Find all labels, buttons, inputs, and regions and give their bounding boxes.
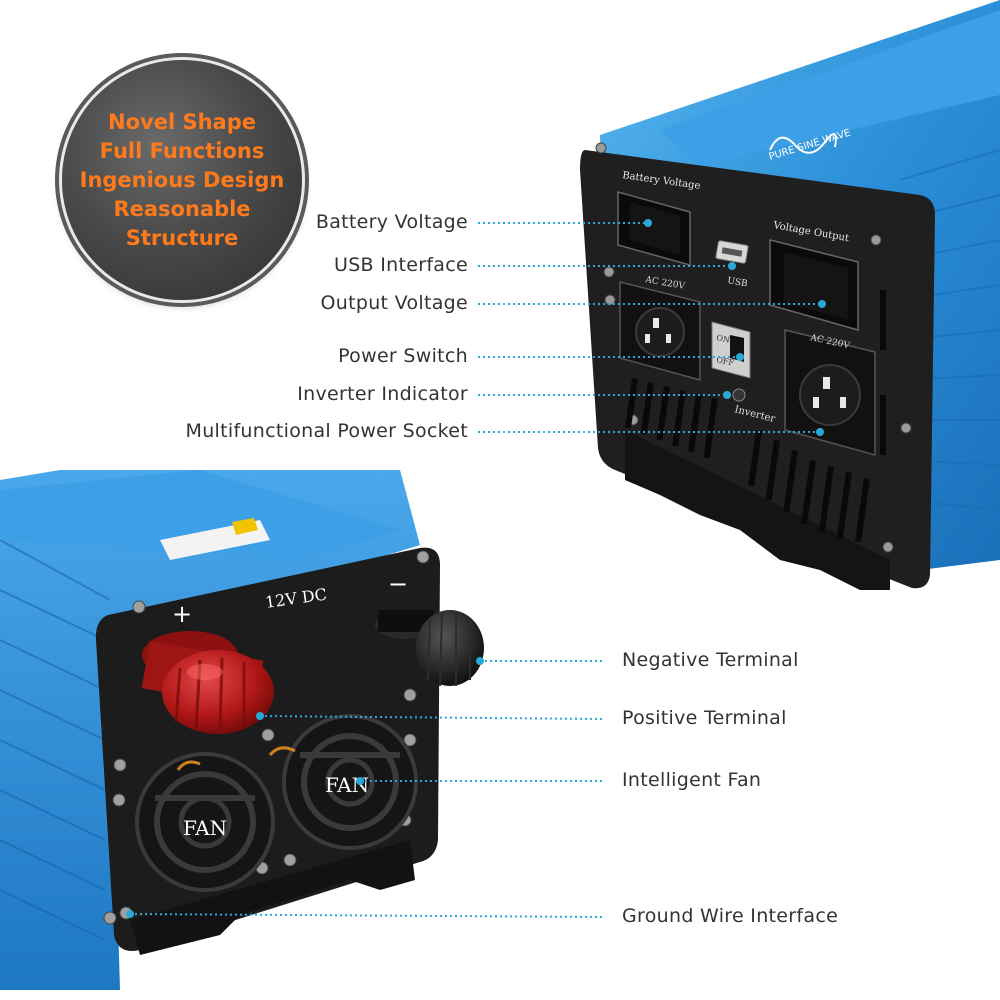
callout-lines <box>129 222 822 918</box>
callout-multifunctional-power-socket: Multifunctional Power Socket <box>185 420 468 442</box>
callout-dots <box>126 219 826 918</box>
rear-unit: + − 12V DC <box>0 470 484 990</box>
callout-positive-terminal: Positive Terminal <box>622 707 787 729</box>
negative-terminal-knob <box>375 610 484 687</box>
callout-intelligent-fan: Intelligent Fan <box>622 769 762 791</box>
callout-ground-wire-interface: Ground Wire Interface <box>622 905 839 927</box>
switch-on-label: ON <box>716 333 731 345</box>
fan-left: FAN <box>135 752 275 892</box>
plus-sign: + <box>172 600 192 628</box>
badge-line-1: Novel Shape <box>108 109 256 134</box>
badge-line-5: Structure <box>125 225 239 250</box>
positive-terminal-cap <box>141 631 274 734</box>
callout-usb-interface: USB Interface <box>333 254 468 276</box>
fan-left-label: FAN <box>183 816 227 840</box>
minus-sign: − <box>388 570 408 598</box>
badge-line-3: Ingenious Design <box>79 167 285 192</box>
usb-panel-label: USB <box>726 276 748 289</box>
feature-badge: Novel Shape Full Functions Ingenious Des… <box>62 60 302 300</box>
callout-battery-voltage: Battery Voltage <box>315 211 468 233</box>
callout-power-switch: Power Switch <box>338 345 468 367</box>
fan-right-label: FAN <box>325 773 369 797</box>
badge-line-2: Full Functions <box>99 138 265 163</box>
badge-line-4: Reasonable <box>113 196 251 221</box>
front-unit: PURE SINE WAVE Battery Voltage <box>580 0 1000 590</box>
callout-inverter-indicator: Inverter Indicator <box>297 383 468 405</box>
switch-off-label: OFF <box>716 355 736 368</box>
callout-negative-terminal: Negative Terminal <box>622 649 799 671</box>
callout-output-voltage: Output Voltage <box>320 292 468 314</box>
